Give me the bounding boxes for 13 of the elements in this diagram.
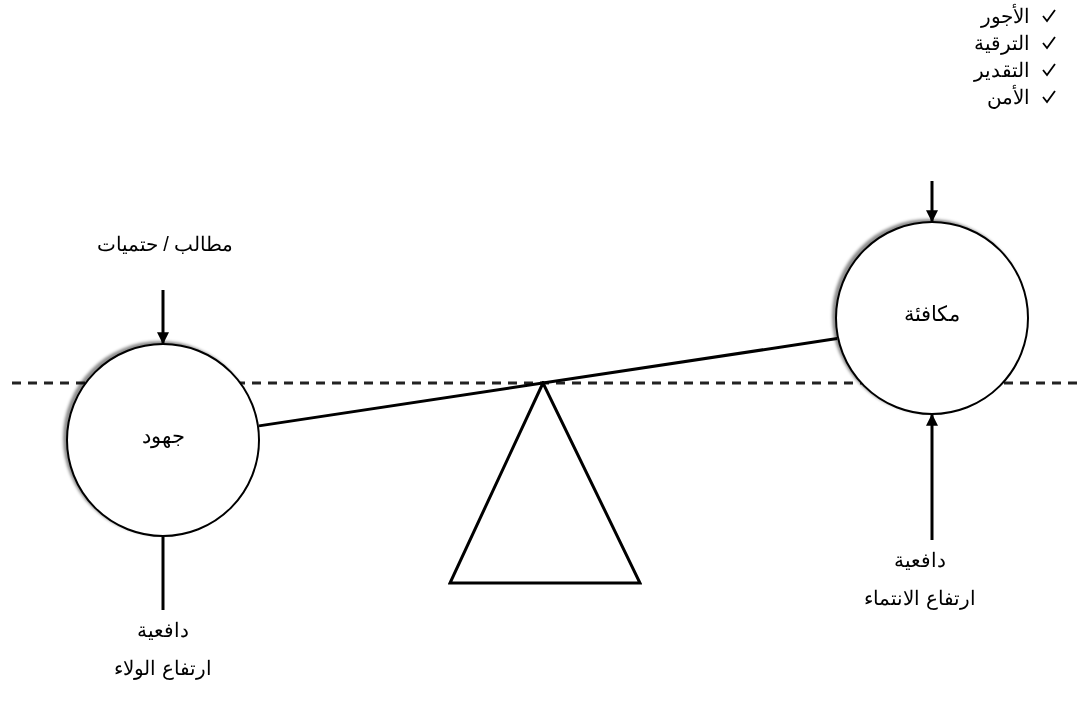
node-label: مطالب / حتميات (96, 232, 234, 256)
fulcrum-triangle (448, 381, 642, 585)
node-label: ارتفاع الولاء (114, 656, 212, 680)
node-label: ارتفاع الانتماء (864, 586, 976, 610)
arrow (157, 290, 169, 345)
arrow (926, 413, 938, 540)
node-label: دافعية (137, 618, 189, 642)
list-item: الأمن (987, 85, 1030, 109)
list-item: التقدير (974, 58, 1030, 82)
arrow (926, 181, 938, 223)
list-item: الترقية (974, 31, 1030, 55)
node-label: دافعية (894, 548, 946, 572)
list-item: الأجور (981, 4, 1030, 28)
